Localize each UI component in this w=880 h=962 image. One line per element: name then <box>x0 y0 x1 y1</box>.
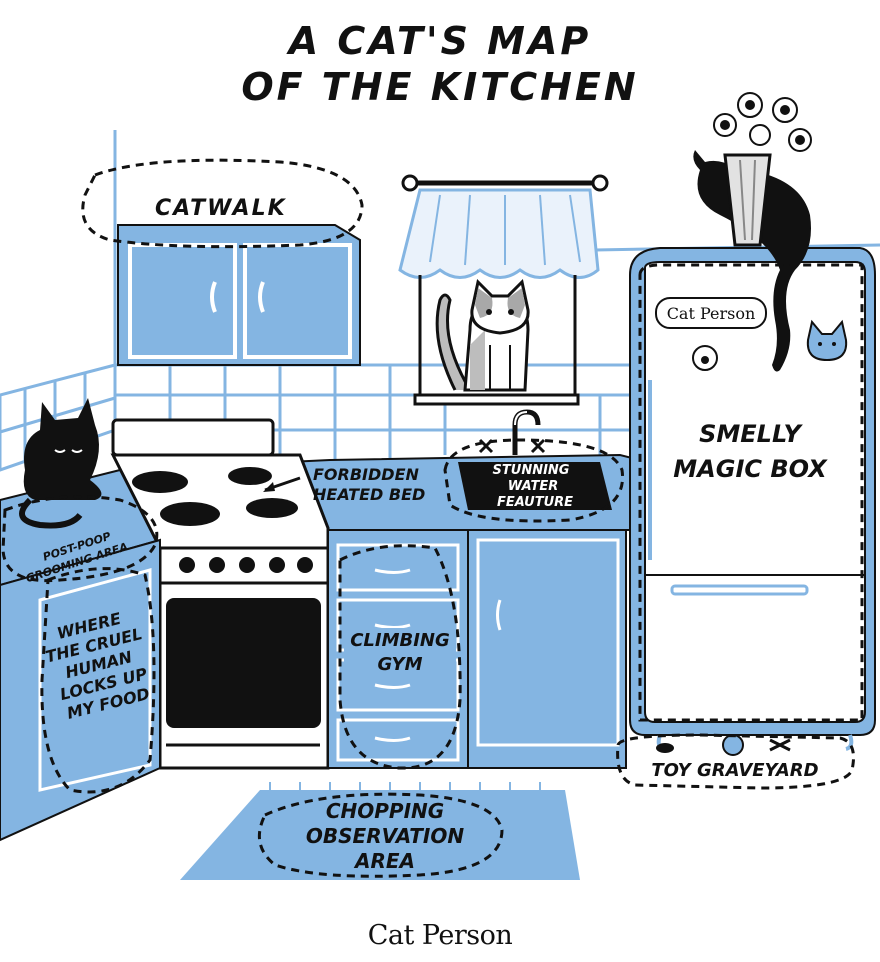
fridge-brand: Cat Person <box>667 304 756 323</box>
label-chopping-2: OBSERVATION <box>306 824 464 848</box>
label-chopping-3: AREA <box>353 849 415 873</box>
label-toy: TOY GRAVEYARD <box>651 760 818 781</box>
zone-catwalk <box>81 158 364 249</box>
label-forbidden-2: HEATED BED <box>313 485 425 504</box>
label-climbing-1: CLIMBING <box>350 630 450 651</box>
zone-water <box>443 438 625 523</box>
label-climbing-2: GYM <box>378 654 423 675</box>
zone-chopping <box>257 792 504 878</box>
grooming-cat <box>19 398 102 529</box>
upper-cabinets <box>117 224 361 366</box>
label-water-2: WATER <box>508 479 558 494</box>
label-chopping-1: CHOPPING <box>326 799 444 823</box>
label-water-3: FEAUTURE <box>497 495 573 510</box>
label-smelly-1: SMELLY <box>699 420 803 448</box>
left-wall-tiles <box>0 130 117 472</box>
fridge-top-cat <box>693 92 812 372</box>
zone-climbing <box>338 544 462 770</box>
flowers <box>713 92 812 152</box>
zone-cruel <box>40 567 156 794</box>
footer-brand-logo: Cat Person <box>367 920 513 951</box>
fridge <box>629 247 876 751</box>
zone-postpoop <box>1 495 159 583</box>
toys <box>656 734 791 756</box>
fridge-cat-magnet <box>806 319 848 362</box>
dashed-zones <box>1 158 864 878</box>
sink <box>458 409 612 510</box>
page-title: A CAT'S MAP OF THE KITCHEN <box>0 18 880 110</box>
title-line-2: OF THE KITCHEN <box>241 65 639 109</box>
label-smelly-2: MAGIC BOX <box>673 455 828 483</box>
window-cat <box>435 278 530 392</box>
label-forbidden-1: FORBIDDEN <box>313 465 419 484</box>
label-water-1: STUNNING <box>493 463 570 478</box>
stove <box>110 418 330 770</box>
zone-smelly <box>638 263 864 722</box>
label-catwalk: CATWALK <box>155 196 287 221</box>
title-line-1: A CAT'S MAP <box>288 19 592 63</box>
rug <box>180 782 580 880</box>
window <box>398 174 609 406</box>
